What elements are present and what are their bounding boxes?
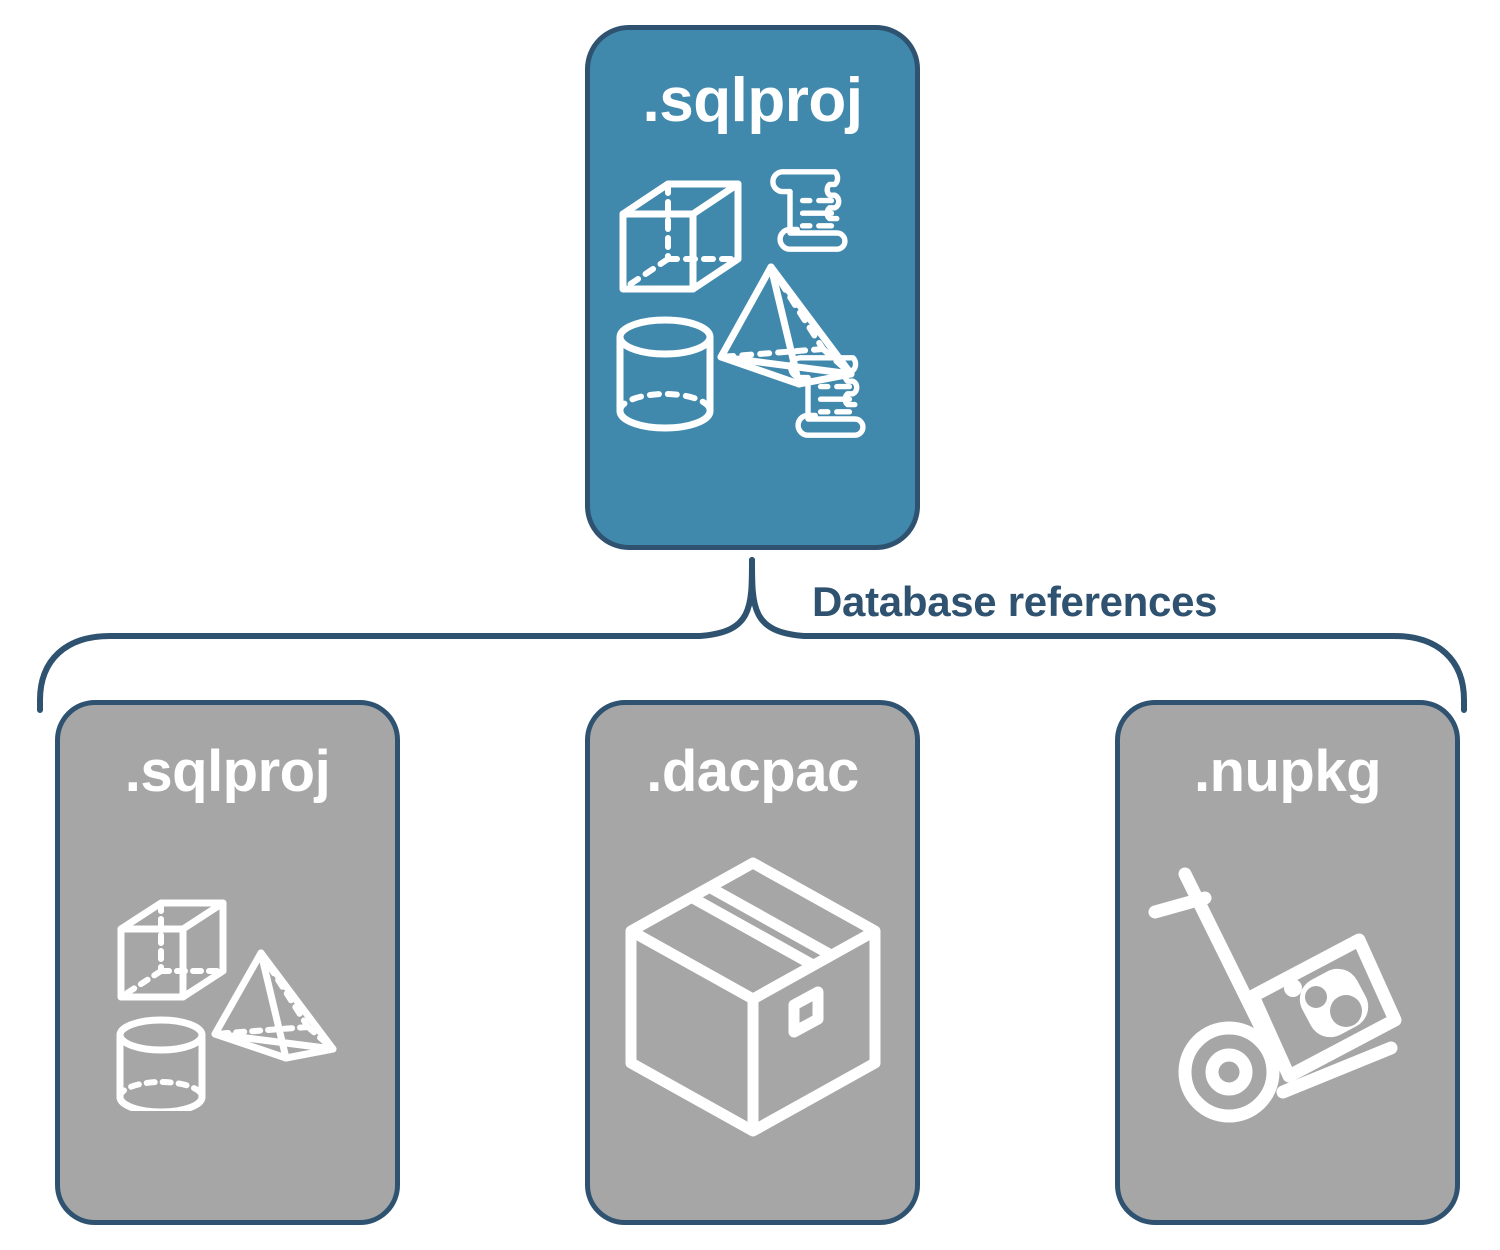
nuget-hand-truck-icon: [1148, 867, 1401, 1122]
scroll-script-icon: [769, 168, 848, 252]
reference-node-icon-group: [60, 801, 395, 1220]
scroll-script-icon: [787, 354, 866, 438]
database-references-brace: [37, 557, 1467, 713]
reference-node-dacpac[interactable]: .dacpac: [585, 700, 920, 1225]
reference-shapes-svg: [116, 899, 336, 1111]
box-label-icon: [788, 986, 823, 1037]
reference-node-label: .dacpac: [646, 739, 859, 804]
reference-node-nupkg[interactable]: .nupkg: [1115, 700, 1460, 1225]
cylinder-wireframe-icon: [116, 1016, 205, 1111]
pyramid-wireframe-icon: [211, 949, 336, 1061]
nuget-hand-truck-svg: [1148, 867, 1401, 1122]
root-node-sqlproj[interactable]: .sqlproj: [585, 25, 920, 550]
connector-label: Database references: [812, 578, 1218, 625]
reference-node-label: .nupkg: [1193, 739, 1382, 804]
root-node-label: .sqlproj: [642, 66, 863, 135]
reference-node-icon-group: [1120, 801, 1455, 1220]
root-node-icon-group: [590, 132, 915, 545]
reference-node-label: .sqlproj: [124, 739, 331, 804]
cube-wireframe-icon: [117, 899, 226, 1000]
cube-wireframe-icon: [619, 180, 741, 292]
pyramid-wireframe-icon: [717, 263, 854, 387]
shipping-box-icon: [625, 857, 880, 1136]
cylinder-wireframe-icon: [616, 316, 713, 431]
reference-node-sqlproj[interactable]: .sqlproj: [55, 700, 400, 1225]
reference-node-icon-group: [590, 801, 915, 1220]
shipping-box-svg: [625, 857, 880, 1136]
root-shapes-svg: [616, 168, 866, 438]
